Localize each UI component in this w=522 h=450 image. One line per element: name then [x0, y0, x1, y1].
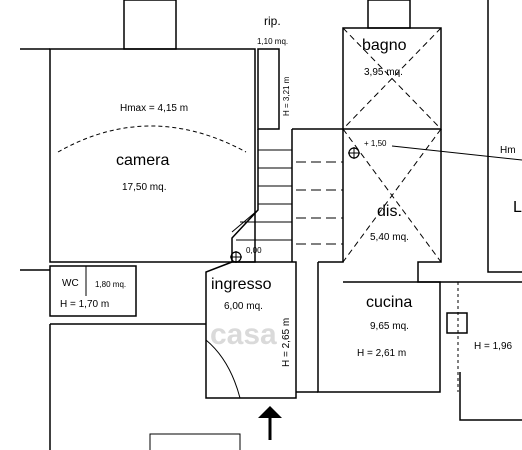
rip-height-label: H = 3,21 m [282, 76, 291, 116]
dis-right-wall [417, 129, 522, 283]
right-edge-mid-label: H = 1,96 [474, 341, 513, 352]
lower-step [149, 433, 241, 450]
cucina-area-label: 9,65 mq. [370, 321, 409, 332]
dis-left-wall [292, 128, 344, 263]
rip-area-label: 1,10 mq. [257, 37, 289, 46]
bagno-window [367, 0, 411, 29]
wc-height-label: H = 1,70 m [60, 299, 110, 310]
camera-height-label: Hmax = 4,15 m [120, 103, 189, 114]
cucina-name-label: cucina [366, 294, 413, 311]
dis-dashed-steps [296, 161, 343, 245]
dis-name-label: dis. [377, 203, 402, 220]
ingresso-level-label: 0,00 [246, 246, 262, 255]
entrance-arrow-icon [258, 406, 282, 440]
level-marker-ingresso [230, 251, 242, 263]
wc-area-label: 1,80 mq. [95, 280, 127, 289]
right-block-wall [487, 0, 522, 273]
level-pointer-line [391, 145, 522, 161]
camera-vault-line [57, 125, 247, 153]
camera-window [123, 0, 177, 50]
dis-diagonal-2 [342, 128, 442, 263]
bagno-area-label: 3,95 mq. [364, 67, 403, 78]
bagno-diagonal-2 [342, 27, 442, 130]
ingresso-name-label: ingresso [211, 276, 272, 293]
wc-walls [49, 265, 137, 317]
rip-name-label: rip. [264, 14, 281, 28]
camera-area-label: 17,50 mq. [122, 182, 167, 193]
cucina-walls [317, 262, 441, 393]
watermark: casa [210, 318, 277, 351]
ingresso-door-arc [205, 339, 241, 399]
camera-name-label: camera [116, 152, 170, 169]
level-marker-dis [348, 147, 360, 159]
ingresso-area-label: 6,00 mq. [224, 301, 263, 312]
right-bottom-wall [459, 372, 522, 421]
ingresso-walls [205, 261, 297, 399]
wc-name-label: WC [62, 278, 79, 289]
bagno-name-label: bagno [362, 37, 407, 54]
cucina-height-label: H = 2,61 m [357, 348, 407, 359]
ingresso-height-label: H = 2,65 m [281, 317, 292, 367]
cucina-fixture [446, 312, 468, 334]
dis-level-label: + 1,50 [364, 139, 387, 148]
right-edge-letter: L [513, 199, 522, 216]
stair-left-wall [231, 129, 259, 262]
stair-diagonal [231, 209, 259, 233]
stair-steps [236, 149, 292, 241]
rip-walls [257, 48, 280, 130]
right-edge-height-label: Hm [500, 145, 516, 156]
dis-area-label: 5,40 mq. [370, 232, 409, 243]
